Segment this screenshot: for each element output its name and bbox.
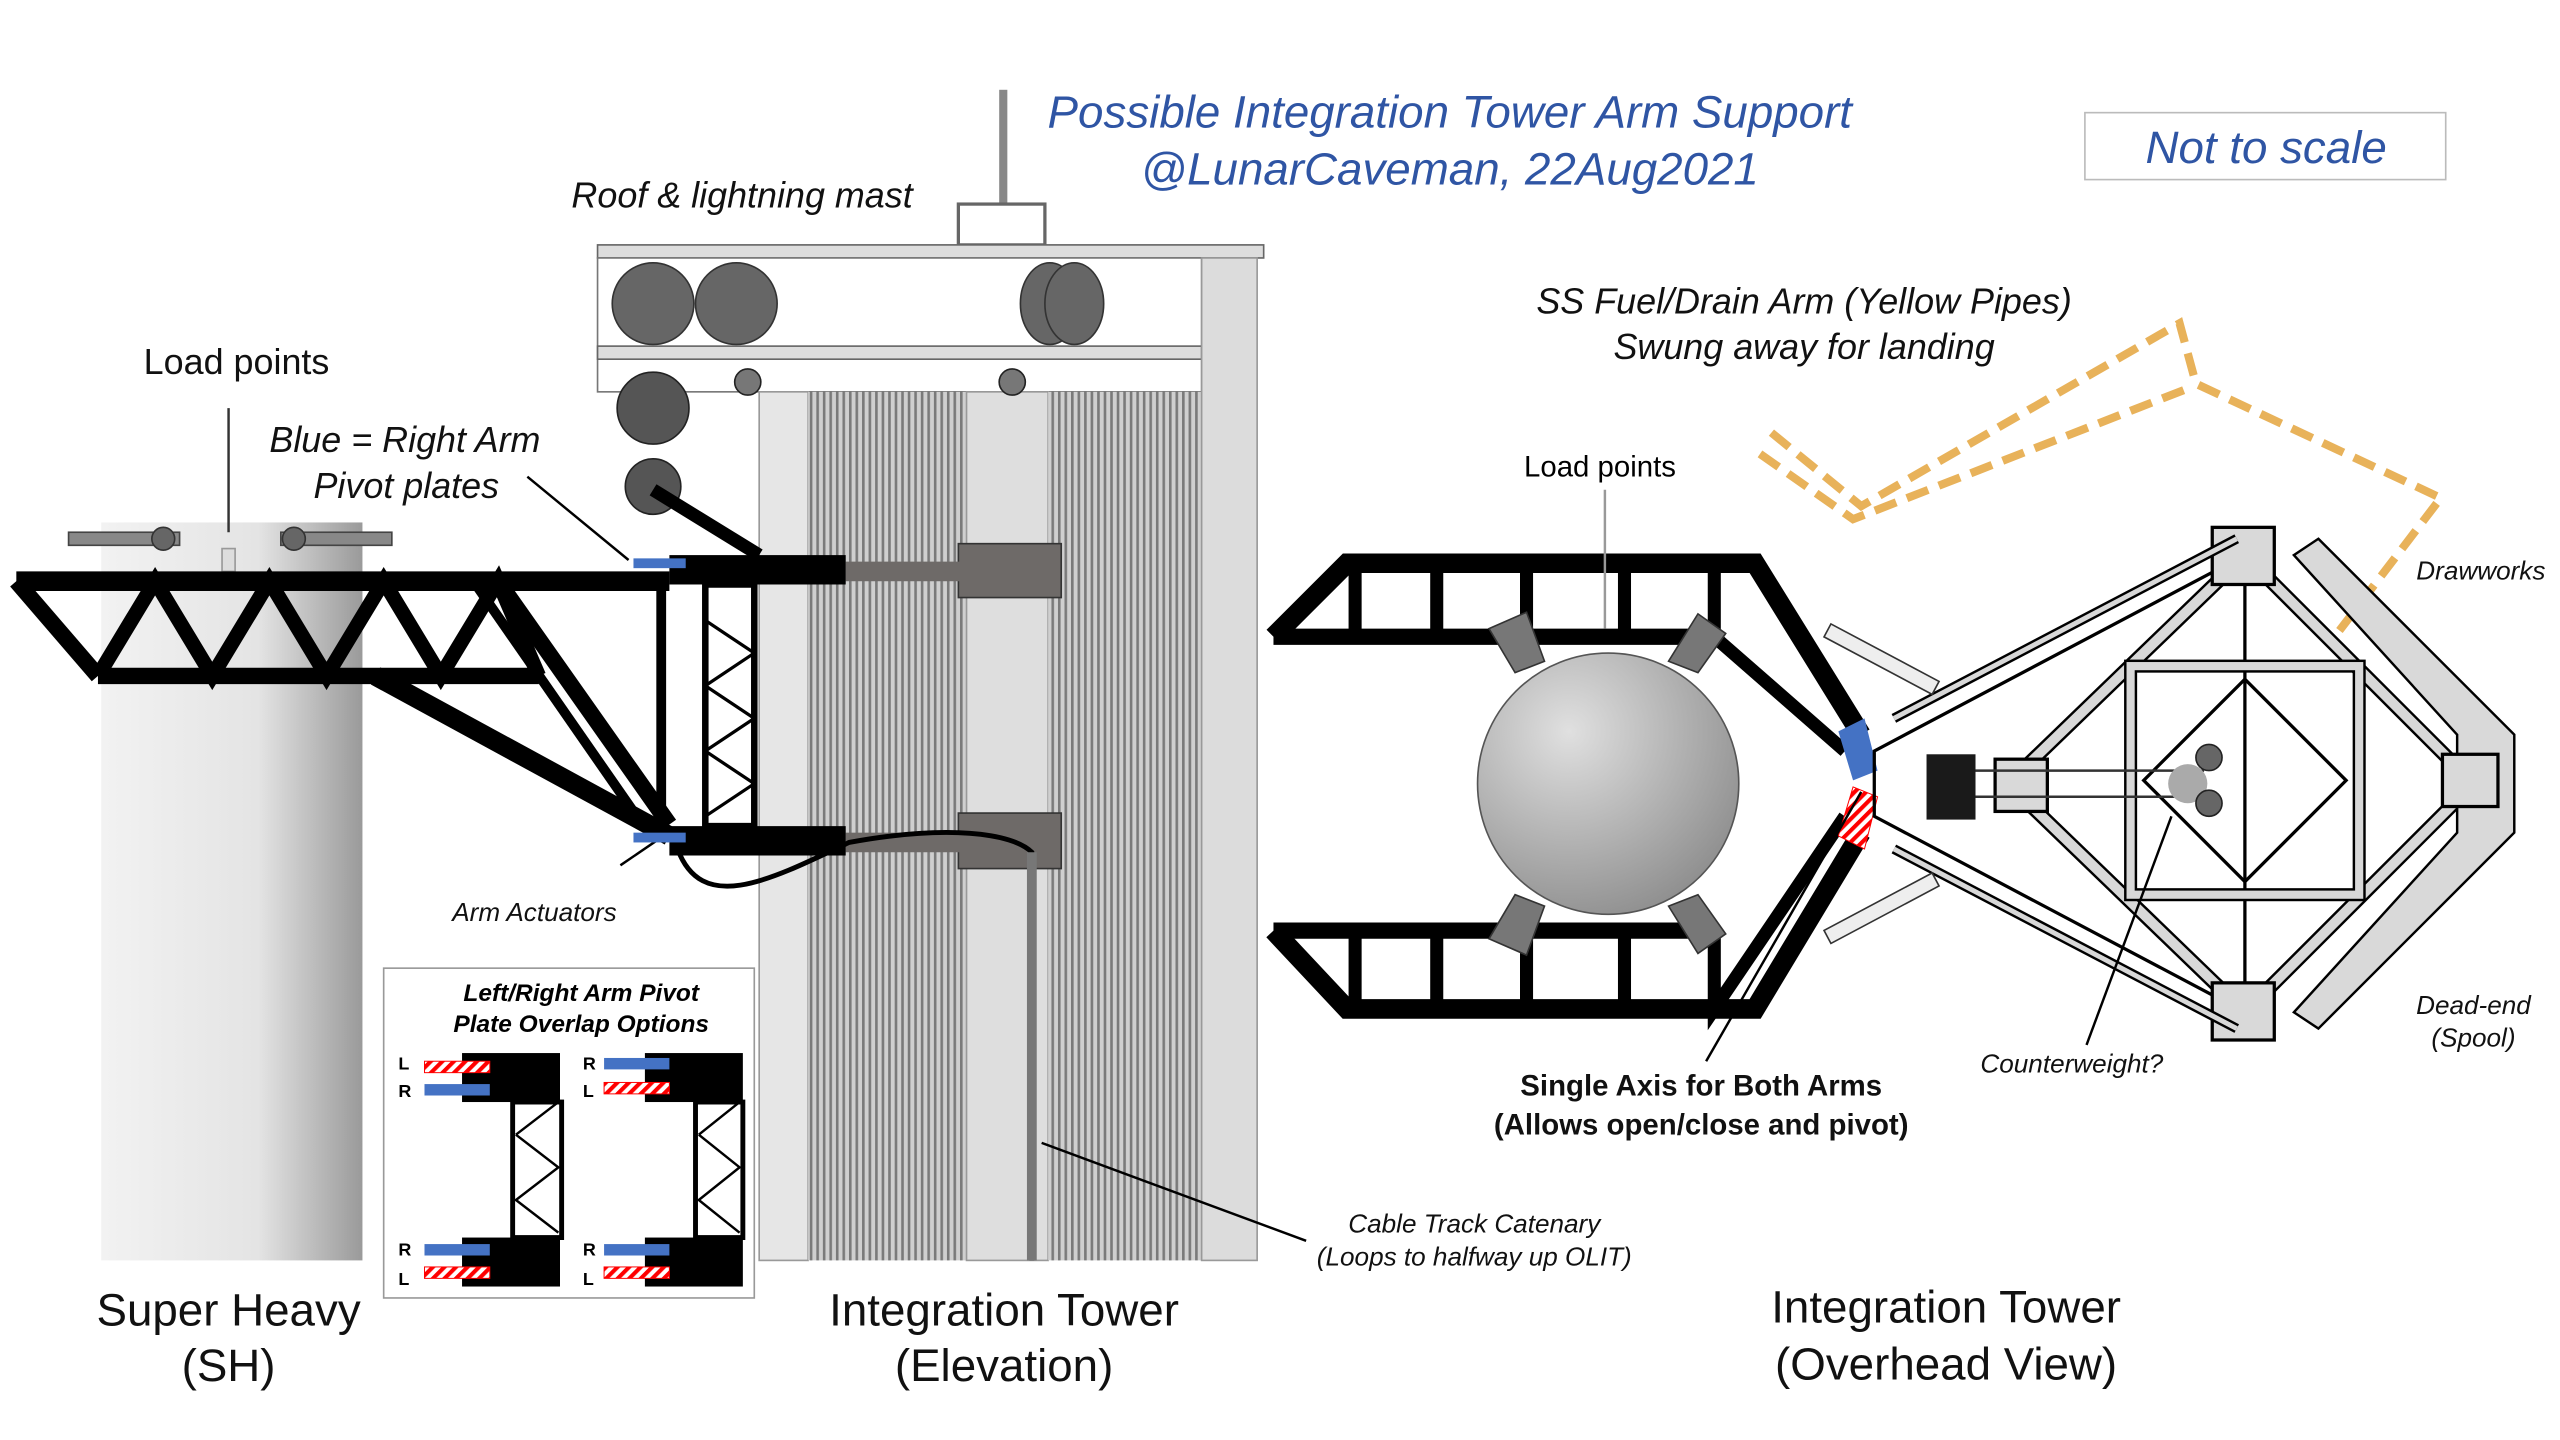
not-to-scale-box: Not to scale [2084,111,2447,181]
spool-label: (Spool) [2431,1023,2515,1053]
integration-tower-overhead [1266,317,2516,1062]
inset-a-top-2: R [398,1081,411,1101]
elevation-subtitle: (Elevation) [895,1340,1113,1391]
chopstick-arm-elevation [10,565,677,845]
integration-tower-elevation [596,89,1265,1262]
fuel-arm-label: SS Fuel/Drain Arm (Yellow Pipes) [1536,280,2071,321]
ship-cross-section [1476,652,1740,916]
left-pivot-plate-overhead [1837,786,1879,850]
cable-track [675,830,1035,1261]
inset-b-top-1: R [583,1053,596,1073]
single-axis-note: (Allows open/close and pivot) [1494,1109,1909,1142]
pivot-plate-pointer [526,475,630,561]
overhead-subtitle: (Overhead View) [1775,1339,2117,1390]
roof-label: Roof & lightning mast [571,174,914,215]
inset-b-bottom-2: L [583,1269,594,1289]
title-line2: @LunarCaveman, 22Aug2021 [1141,143,1759,194]
counterweight-label: Counterweight? [1980,1049,2163,1079]
cable-track-note: (Loops to halfway up OLIT) [1317,1241,1632,1271]
roof-sheaves [611,262,1105,561]
drawworks-label: Drawworks [2416,556,2545,586]
title-line1: Possible Integration Tower Arm Support [1048,86,1855,137]
inset-title-line1: Left/Right Arm Pivot [463,980,699,1007]
pivot-overlap-inset: Left/Right Arm Pivot Plate Overlap Optio… [382,967,756,1299]
blue-right-arm-label: Blue = Right Arm [269,419,540,460]
arm-actuators-label: Arm Actuators [450,897,616,927]
load-points-right-label: Load points [1524,451,1676,484]
elevation-title: Integration Tower [829,1285,1179,1336]
overhead-title: Integration Tower [1771,1281,2121,1332]
not-to-scale-text: Not to scale [2145,122,2386,173]
super-heavy-booster [67,408,393,1261]
load-points-left-label: Load points [144,341,330,382]
fuel-arm-pipes [1768,317,2448,640]
pivot-plates-label: Pivot plates [313,465,499,506]
inset-a-top-1: L [398,1053,409,1073]
inset-b-bottom-1: R [583,1240,596,1260]
inset-a-bottom-2: L [398,1269,409,1289]
cable-pointer [1041,1141,1307,1242]
lightning-mast [999,89,1008,205]
inset-a-bottom-1: R [398,1240,411,1260]
cable-track-label: Cable Track Catenary [1348,1209,1602,1239]
sh-label: (SH) [182,1340,276,1391]
right-pivot-plate [633,558,686,569]
actuator-pointer [619,839,658,867]
right-pivot-plate-overhead [1838,718,1878,781]
dead-end-label: Dead-end [2416,990,2532,1020]
super-heavy-label: Super Heavy [96,1285,360,1336]
inset-title-line2: Plate Overlap Options [453,1011,709,1038]
inset-b-top-2: L [583,1081,594,1101]
single-axis-label: Single Axis for Both Arms [1520,1070,1882,1103]
fuel-arm-note: Swung away for landing [1613,326,1994,367]
